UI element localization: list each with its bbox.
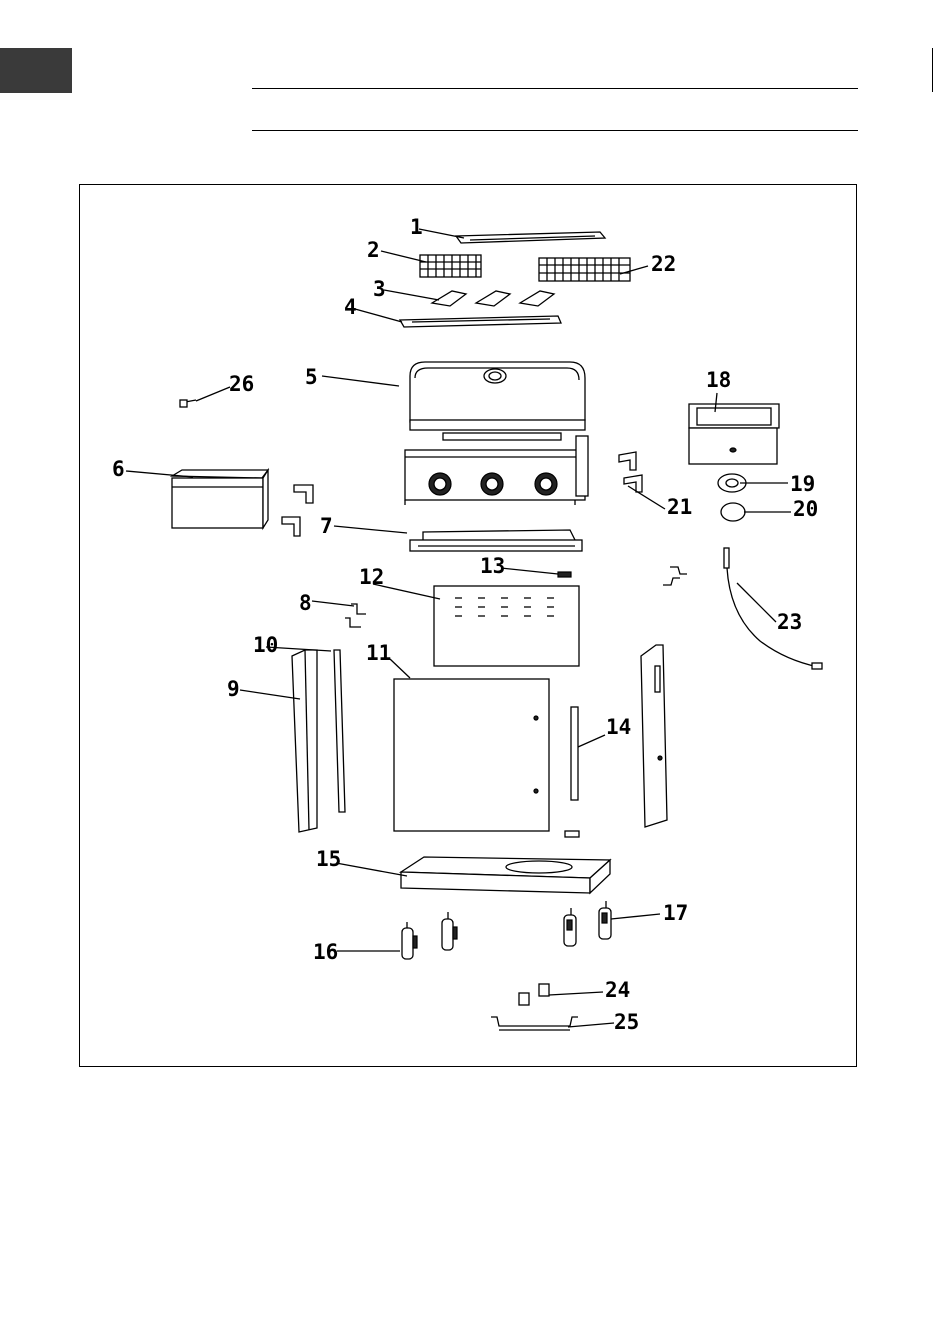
- part-4-heat-shield: [400, 316, 561, 327]
- callout-24: 24: [605, 978, 630, 1002]
- part-14-handle: [571, 707, 578, 800]
- callout-16: 16: [313, 940, 338, 964]
- part-2-cooking-grate: [420, 255, 481, 277]
- callout-4: 4: [344, 295, 357, 319]
- callout-2: 2: [367, 238, 380, 262]
- part-18-side-burner: [689, 404, 779, 464]
- callout-13: 13: [480, 554, 505, 578]
- part-20-bezel: [721, 503, 745, 521]
- callout-11: 11: [366, 641, 391, 665]
- part-1-warming-rack: [456, 232, 605, 243]
- part-7-control-panel: [410, 530, 582, 551]
- part-26-valve: [180, 400, 196, 407]
- part-12-back-panel: [434, 586, 579, 666]
- callout-25: 25: [614, 1010, 639, 1034]
- part-3-flame-tamers: [432, 291, 554, 306]
- part-11-door: [394, 679, 549, 831]
- part-8-hooks: [345, 604, 366, 627]
- callout-22: 22: [651, 252, 676, 276]
- callout-8: 8: [299, 591, 312, 615]
- callout-5: 5: [305, 365, 318, 389]
- right-side-panel: [641, 645, 667, 827]
- part-13-clip: [558, 572, 571, 577]
- callout-6: 6: [112, 457, 125, 481]
- callout-15: 15: [316, 847, 341, 871]
- part-24-tank-holders: [519, 984, 549, 1005]
- side-hooks: [663, 567, 687, 585]
- callout-23: 23: [777, 610, 802, 634]
- callout-12: 12: [359, 565, 384, 589]
- part-15-bottom-shelf: [401, 857, 610, 893]
- part-22-cooking-grate: [539, 258, 630, 281]
- callout-18: 18: [706, 368, 731, 392]
- callout-20: 20: [793, 497, 818, 521]
- part-25-tank-bracket: [491, 1017, 578, 1030]
- callout-3: 3: [373, 277, 386, 301]
- callout-17: 17: [663, 901, 688, 925]
- callout-7: 7: [320, 514, 333, 538]
- callout-10: 10: [253, 633, 278, 657]
- callout-21: 21: [667, 495, 692, 519]
- part-23-gas-hose: [724, 548, 822, 669]
- callout-9: 9: [227, 677, 240, 701]
- callout-1: 1: [410, 215, 423, 239]
- part-9-side-panel: [292, 650, 317, 832]
- part-10-leg: [334, 650, 345, 812]
- door-bracket: [565, 831, 579, 837]
- callout-19: 19: [790, 472, 815, 496]
- callout-26: 26: [229, 372, 254, 396]
- part-6-side-shelf: [172, 470, 268, 528]
- part-5-grill-head: [405, 362, 588, 505]
- part-16-casters: [402, 912, 457, 959]
- part-17-casters: [564, 901, 611, 946]
- callout-14: 14: [606, 715, 631, 739]
